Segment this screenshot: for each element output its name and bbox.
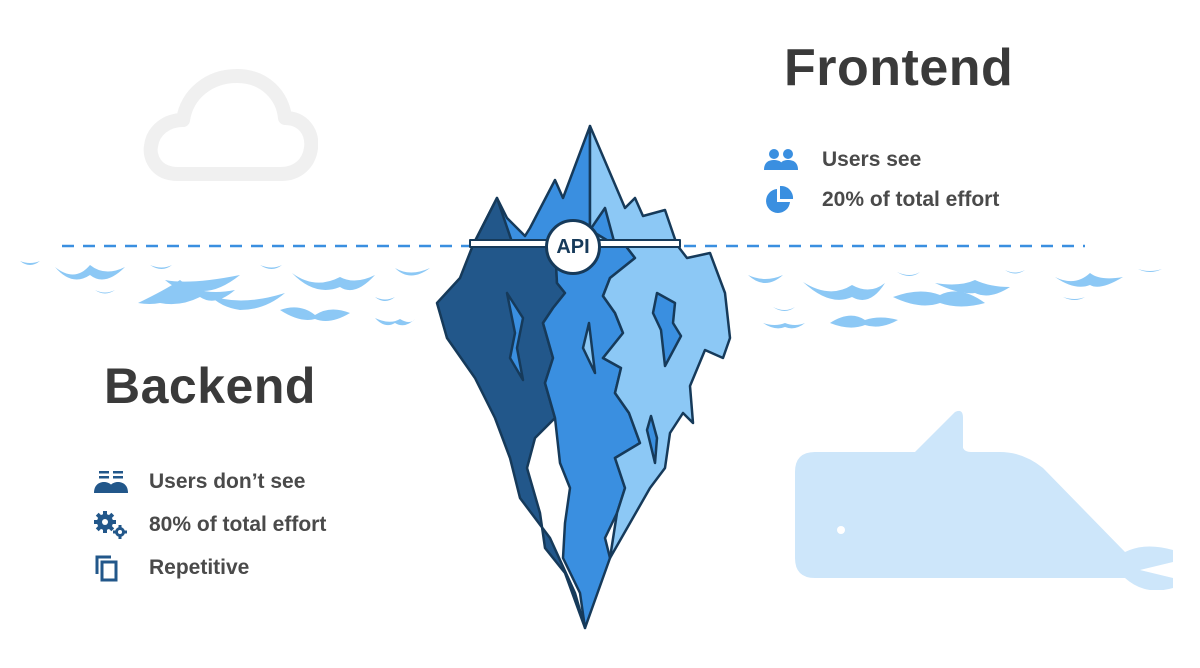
backend-item-label: Users don’t see bbox=[149, 469, 306, 493]
api-label: API bbox=[556, 235, 590, 258]
cloud-icon bbox=[143, 69, 318, 181]
backend-list: Users don’t see 80% of total effort bbox=[94, 460, 326, 589]
cloud-illustration bbox=[143, 66, 318, 184]
frontend-title: Frontend bbox=[784, 39, 1014, 97]
frontend-item-label: Users see bbox=[822, 148, 922, 171]
backend-item-label: 80% of total effort bbox=[149, 512, 327, 536]
gears-icon bbox=[94, 510, 149, 539]
backend-title: Backend bbox=[104, 358, 316, 414]
whale-illustration bbox=[795, 410, 1175, 590]
whale-icon bbox=[795, 410, 1173, 590]
iceberg-illustration bbox=[425, 118, 745, 638]
backend-item-repetitive: Repetitive bbox=[94, 546, 326, 589]
users-hidden-icon bbox=[94, 468, 149, 496]
frontend-item-label: 20% of total effort bbox=[822, 188, 1000, 211]
backend-item-effort: 80% of total effort bbox=[94, 503, 326, 546]
frontend-item-users-see: Users see bbox=[764, 140, 999, 180]
backend-item-users-dont-see: Users don’t see bbox=[94, 460, 326, 503]
backend-item-label: Repetitive bbox=[149, 555, 250, 579]
copy-icon bbox=[94, 554, 149, 582]
water-surface bbox=[0, 235, 1200, 335]
frontend-list: Users see 20% of total effort bbox=[764, 140, 999, 220]
pie-chart-icon bbox=[764, 185, 822, 214]
frontend-item-effort: 20% of total effort bbox=[764, 180, 999, 220]
api-badge: API bbox=[545, 219, 601, 275]
users-icon bbox=[764, 146, 822, 174]
